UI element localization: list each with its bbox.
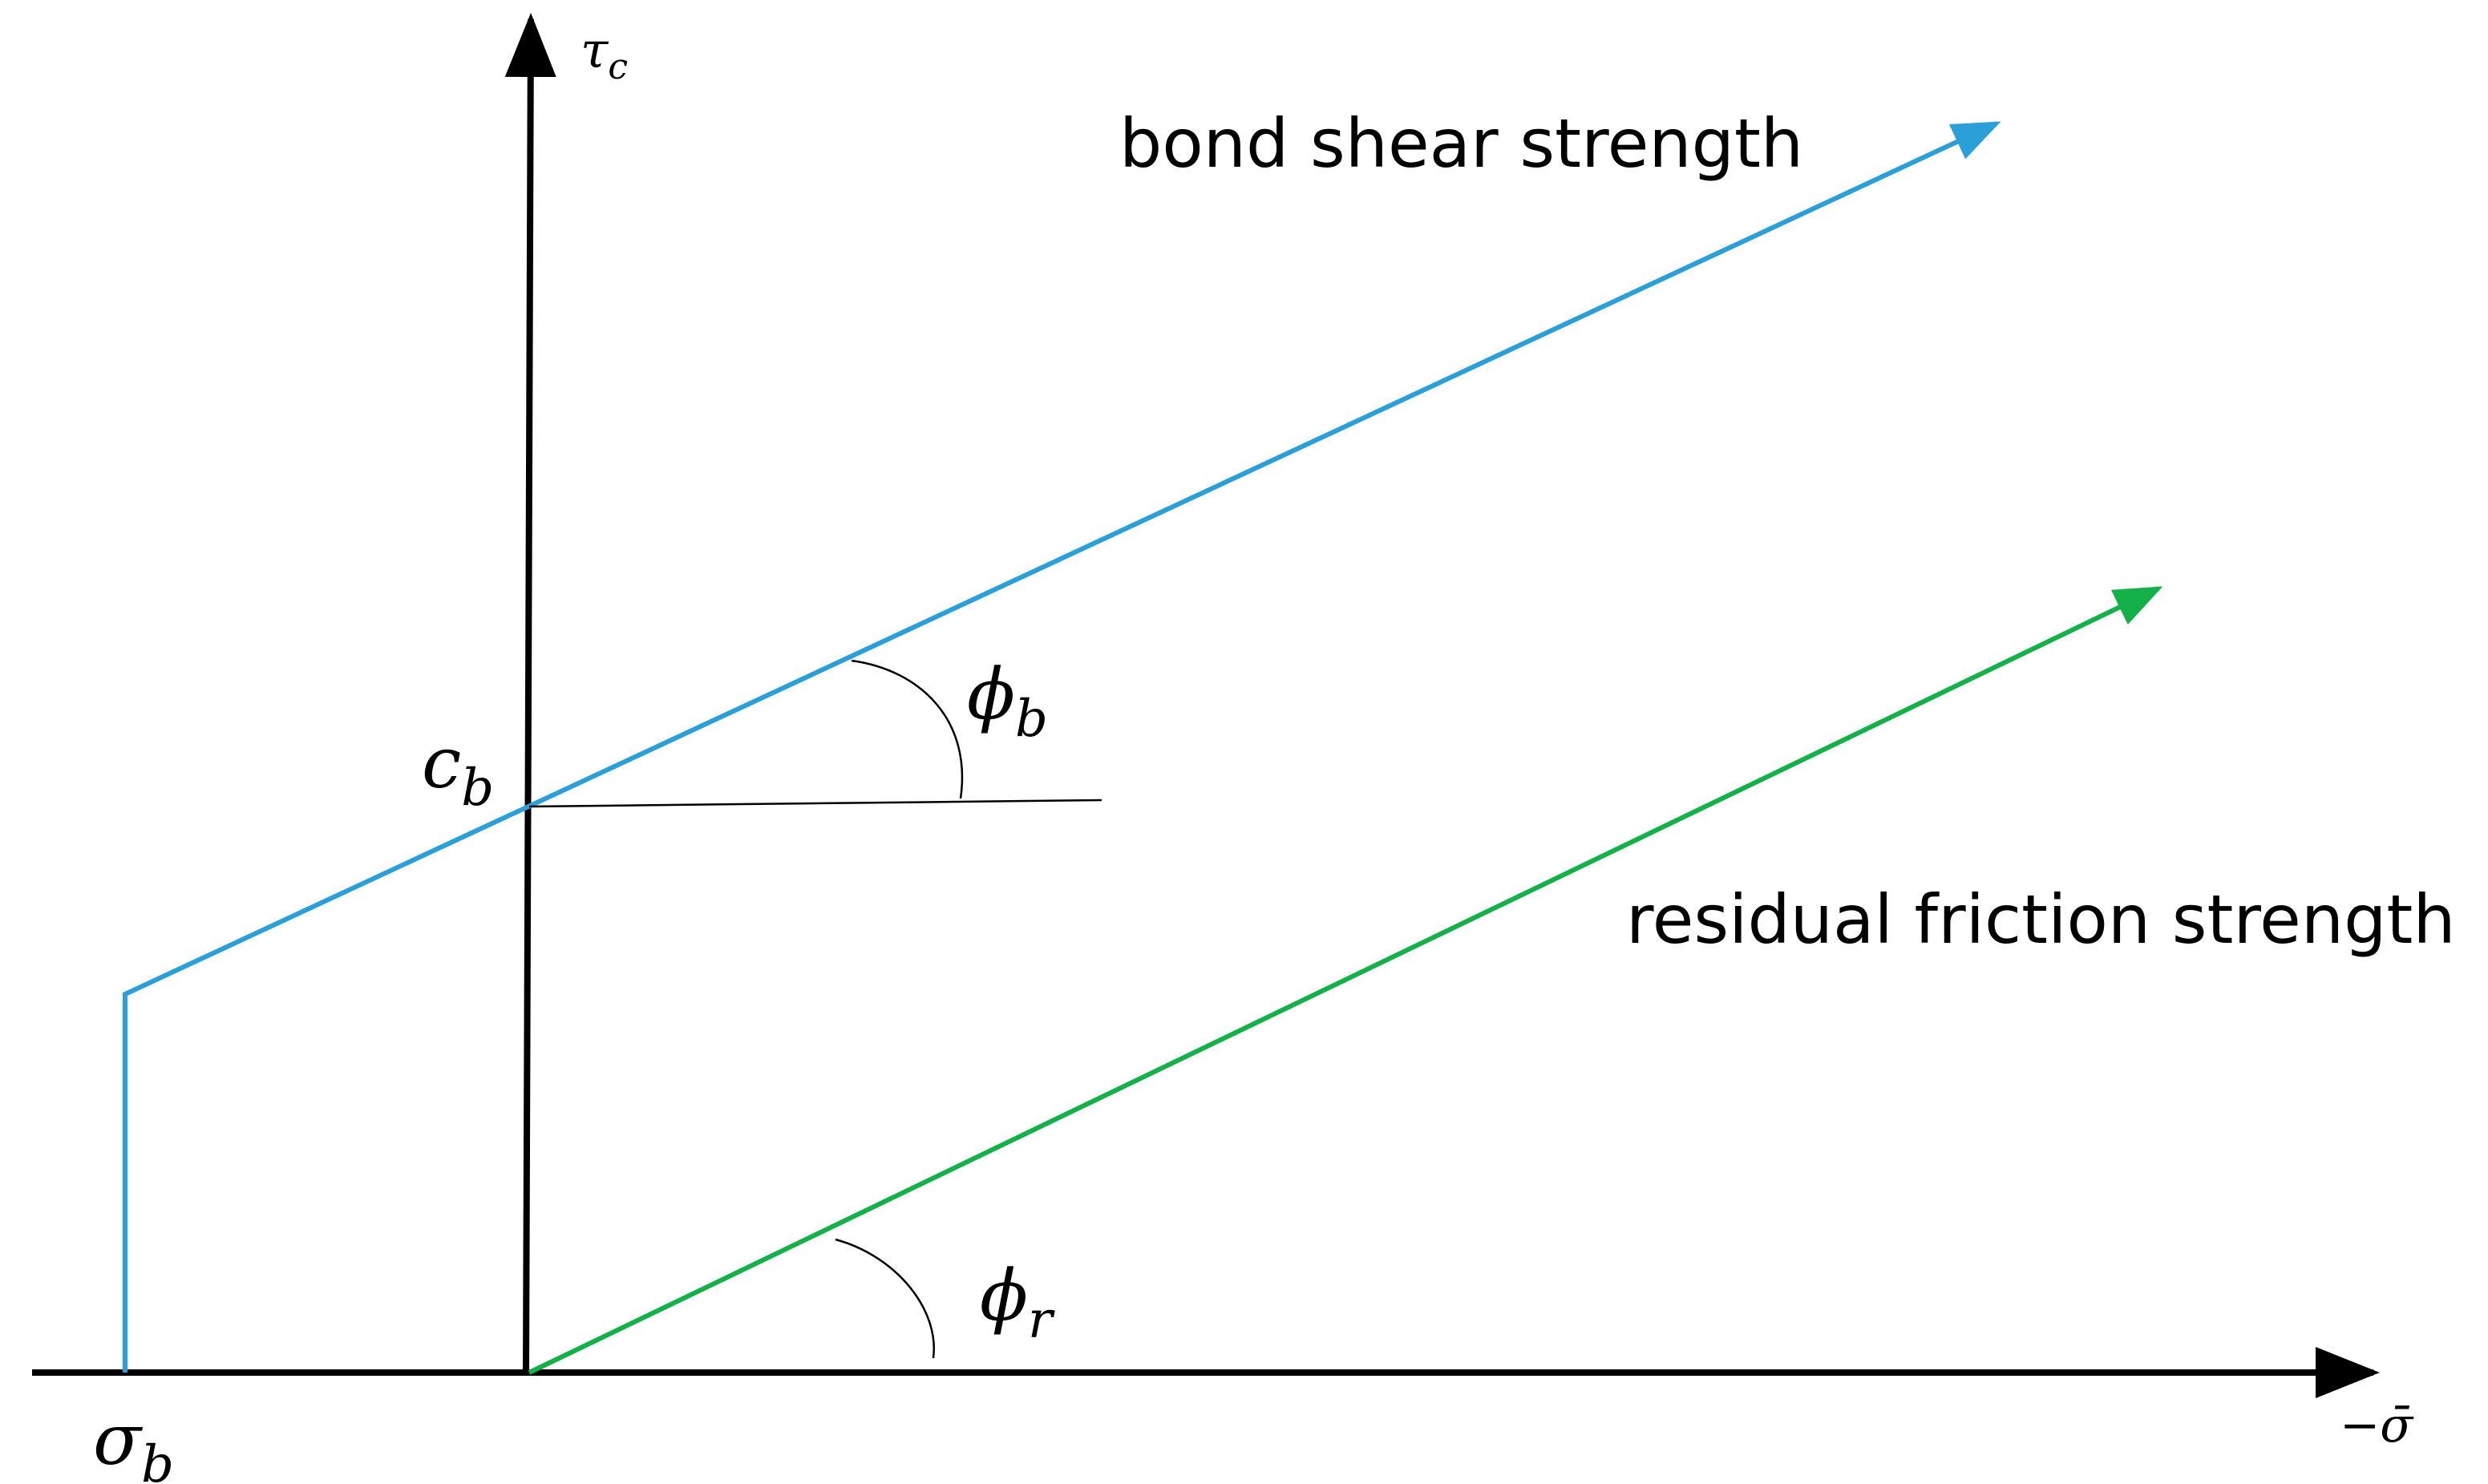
cohesion-reference-line (528, 799, 1102, 808)
phi-r-angle-arc (835, 1238, 936, 1359)
residual-friction-strength-line (528, 586, 2163, 1375)
phi-b-angle-arc (851, 659, 964, 799)
bond-shear-strength-label: bond shear strength (1119, 104, 1803, 183)
x-axis-label: −σ̄ (2340, 1397, 2414, 1454)
bond-shear-strength-line (123, 121, 2001, 1373)
c-b-label: cb (422, 722, 494, 818)
phi-r-label: ϕr (980, 1254, 1055, 1350)
residual-friction-strength-label: residual friction strength (1626, 880, 2456, 959)
y-axis-label: τc (581, 21, 628, 87)
phi-b-label: ϕb (967, 653, 1048, 749)
sigma-b-label: σb (93, 1398, 174, 1484)
y-axis (504, 13, 556, 1373)
